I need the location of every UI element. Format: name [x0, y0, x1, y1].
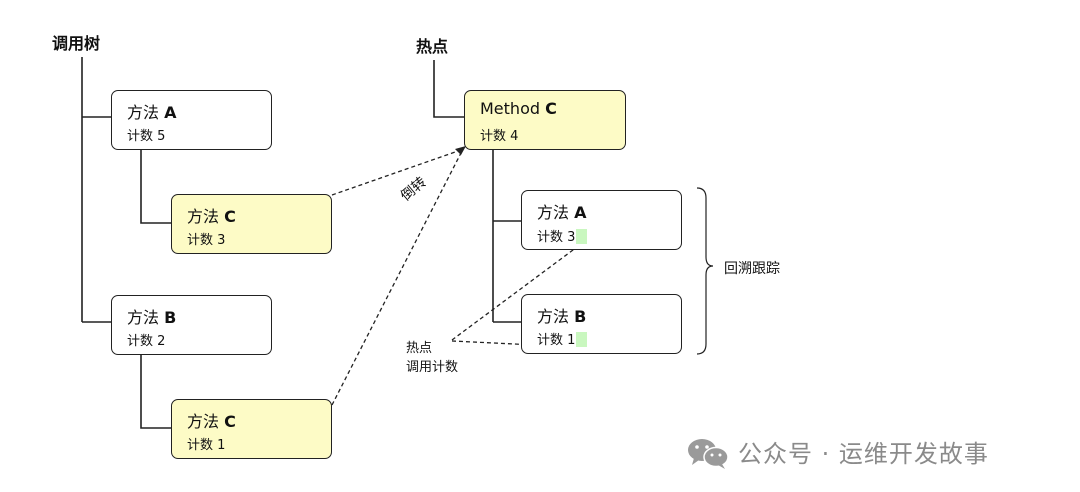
method-label: 方法	[187, 207, 220, 226]
count-marker	[576, 332, 588, 347]
count-label: 计数 4	[480, 129, 519, 144]
hotspot-calls-label-line2: 调用计数	[406, 360, 459, 375]
method-label: 方法	[127, 103, 160, 122]
count-marker	[576, 229, 588, 244]
count-label: 计数 1	[537, 333, 576, 348]
hotspot-node-method-c: Method C 计数 4	[464, 90, 626, 150]
count-label: 计数 2	[127, 334, 166, 349]
method-label: Method	[480, 99, 541, 118]
count-label: 计数 1	[187, 438, 226, 453]
watermark-text: 公众号 · 运维开发故事	[738, 440, 989, 468]
method-letter: C	[224, 207, 236, 226]
call-tree-branch-a	[140, 149, 171, 224]
call-tree-node-method-a: 方法 A 计数 5	[111, 90, 272, 150]
method-letter: B	[164, 308, 177, 327]
hotspot-calls-label-line1: 热点	[406, 341, 433, 356]
hotspot-root-link	[433, 60, 464, 118]
method-letter: A	[164, 103, 177, 122]
call-tree-node-method-b: 方法 B 计数 2	[111, 295, 272, 355]
hotspot-node-method-b: 方法 B 计数 1	[521, 294, 682, 354]
call-tree-branch-b	[140, 354, 171, 429]
hotspot-title: 热点	[416, 37, 449, 56]
method-letter: B	[574, 307, 587, 326]
call-tree-title: 调用树	[52, 34, 101, 53]
call-tree-node-method-c-2: 方法 C 计数 1	[171, 399, 332, 459]
hotspot-count-link-a	[451, 246, 578, 341]
method-label: 方法	[127, 308, 160, 327]
hotspot-calls-label: 热点 调用计数	[406, 339, 458, 377]
invert-arrow-upper	[331, 150, 459, 196]
count-label: 计数 3	[187, 233, 226, 248]
invert-arrow-lower	[331, 150, 463, 406]
backtrace-brace	[696, 187, 714, 355]
invert-arrowhead	[455, 146, 466, 155]
backtrace-label: 回溯跟踪	[724, 261, 780, 277]
count-label: 计数 3	[537, 230, 576, 245]
hotspot-node-method-a: 方法 A 计数 3	[521, 190, 682, 250]
method-letter: C	[545, 99, 557, 118]
method-label: 方法	[537, 307, 570, 326]
call-tree-node-method-c-1: 方法 C 计数 3	[171, 194, 332, 254]
call-tree-trunk	[81, 57, 111, 323]
method-letter: C	[224, 412, 236, 431]
hotspot-trunk	[492, 149, 521, 323]
wechat-icon	[688, 439, 729, 469]
method-letter: A	[574, 203, 587, 222]
count-label: 计数 5	[127, 129, 166, 144]
method-label: 方法	[187, 412, 220, 431]
method-label: 方法	[537, 203, 570, 222]
